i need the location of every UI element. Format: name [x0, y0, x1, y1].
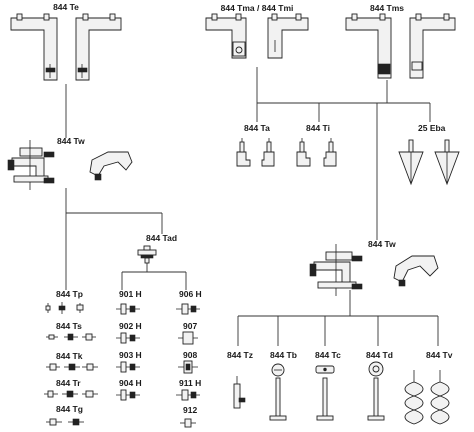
h901-drawing — [116, 303, 140, 315]
label-844-tk: 844 Tk — [56, 351, 83, 361]
label-844-tp: 844 Tp — [56, 289, 83, 299]
tw-left-drawing — [7, 140, 133, 190]
label-844-ts: 844 Ts — [56, 321, 82, 331]
label-25-eba: 25 Eba — [418, 123, 446, 133]
label-844-tb: 844 Tb — [270, 350, 297, 360]
label-844-tv: 844 Tv — [426, 350, 453, 360]
tv-drawing — [404, 370, 450, 425]
eba-cones-drawing — [398, 139, 460, 186]
label-903-h: 903 H — [119, 350, 142, 360]
te-brackets-drawing — [10, 13, 122, 81]
label-844-tz: 844 Tz — [227, 350, 253, 360]
label-844-ti: 844 Ti — [306, 123, 330, 133]
p912-drawing — [180, 418, 196, 428]
label-844-te: 844 Te — [53, 2, 79, 12]
label-902-h: 902 H — [119, 321, 142, 331]
labels: 844 Te 844 Tma / 844 Tmi 844 Tms 844 Tw … — [53, 2, 453, 415]
label-906-h: 906 H — [179, 289, 202, 299]
tms-brackets-drawing — [345, 13, 456, 79]
tw-right-drawing — [309, 244, 439, 296]
tr-drawing — [44, 390, 98, 398]
h906-drawing — [176, 303, 200, 315]
h911-drawing — [176, 389, 200, 401]
tma-tmi-brackets-drawing — [205, 13, 309, 59]
label-844-tms: 844 Tms — [370, 3, 404, 13]
label-844-td: 844 Td — [366, 350, 393, 360]
label-907: 907 — [183, 321, 197, 331]
label-904-h: 904 H — [119, 378, 142, 388]
tz-drawing — [233, 376, 246, 409]
tg-drawing — [46, 418, 84, 426]
tp-drawing — [45, 302, 84, 314]
tc-drawing — [315, 365, 335, 421]
p907-drawing — [178, 331, 198, 345]
tk-drawing — [46, 363, 98, 371]
label-908: 908 — [183, 350, 197, 360]
label-911-h: 911 H — [179, 378, 201, 388]
ts-drawing — [46, 333, 96, 341]
label-912: 912 — [183, 405, 197, 415]
h903-drawing — [116, 361, 140, 373]
tad-drawing — [137, 245, 157, 264]
td-drawing — [367, 361, 385, 421]
h902-drawing — [116, 332, 140, 344]
label-901-h: 901 H — [119, 289, 142, 299]
ti-drawing — [296, 138, 337, 167]
tb-drawing — [269, 363, 287, 421]
label-844-tw-right: 844 Tw — [368, 239, 396, 249]
label-844-tma-tmi: 844 Tma / 844 Tmi — [221, 3, 294, 13]
h904-drawing — [116, 389, 140, 401]
label-844-tg: 844 Tg — [56, 404, 83, 414]
label-844-tc: 844 Tc — [315, 350, 341, 360]
ta-drawing — [236, 138, 275, 167]
label-844-tad: 844 Tad — [146, 233, 177, 243]
p908-drawing — [178, 360, 198, 374]
connector-lines — [65, 67, 439, 346]
label-844-tr: 844 Tr — [56, 378, 81, 388]
label-844-ta: 844 Ta — [244, 123, 270, 133]
label-844-tw-left: 844 Tw — [57, 136, 85, 146]
